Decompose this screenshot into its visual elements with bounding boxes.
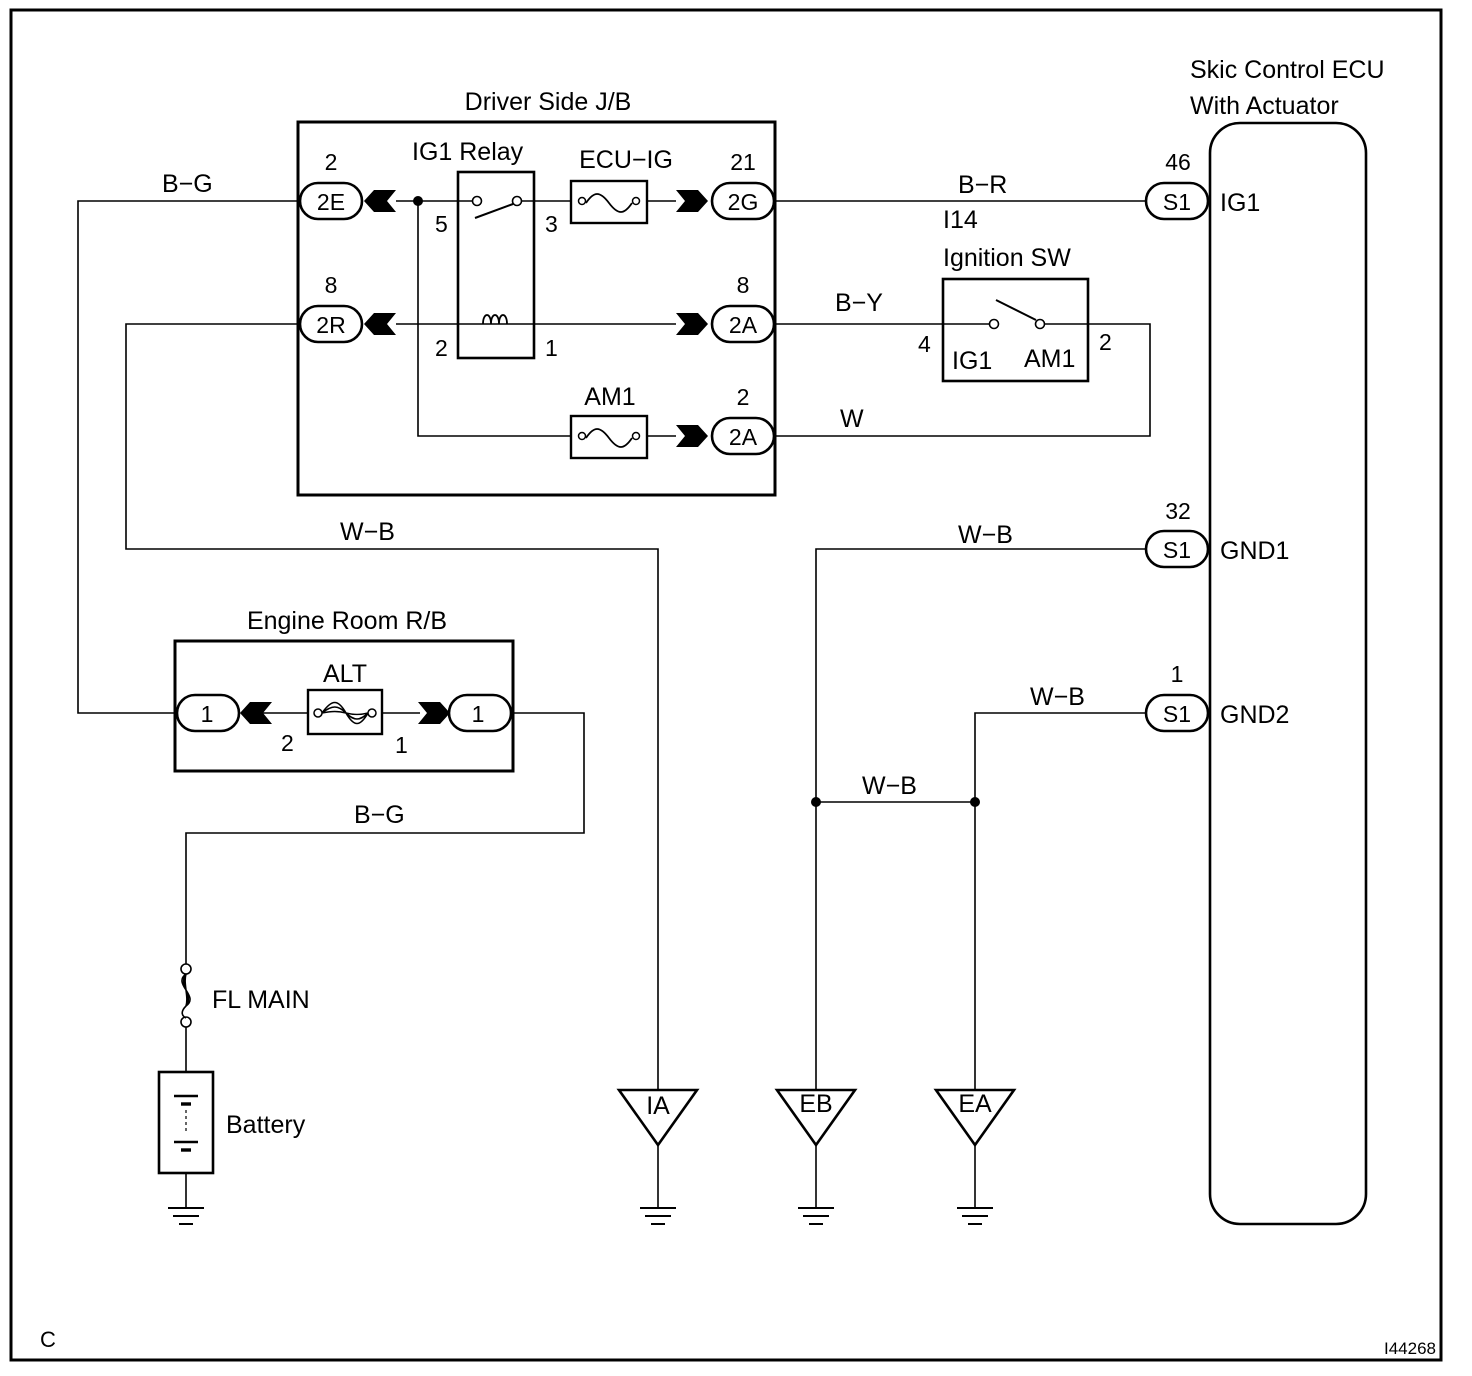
arrow-2a-bot-icon [676,425,708,447]
svg-text:IA: IA [646,1092,670,1120]
wire-label-bg-top: B−G [162,170,213,198]
rb-title: Engine Room R/B [247,607,447,635]
rb-connector-right: 1 [447,693,513,733]
ignition-sw-pin-4: 4 [918,331,931,357]
relay-pin-5: 5 [435,211,448,237]
svg-text:IG1: IG1 [1220,189,1260,217]
arrow-rb-right-icon [418,702,450,724]
connector-2r: 2R 8 [298,272,364,344]
fuse-ecu-ig-label: ECU−IG [579,146,673,174]
ignition-sw-code: I14 [943,206,978,234]
ecu-terminal-gnd2: S1 1 GND2 [1144,661,1289,733]
svg-text:1: 1 [472,701,485,727]
relay-pin-1: 1 [545,335,558,361]
wire-label-wb-left: W−B [340,518,395,546]
diagram-frame [9,8,1443,1362]
wires [77,200,1151,1208]
ground-ea: EA [933,1088,1017,1225]
ground-symbols: IA EB EA [168,1088,1017,1225]
rb-pin-1: 1 [395,732,408,758]
svg-text:S1: S1 [1163,701,1191,727]
wire-label-wb-mid: W−B [862,772,917,800]
splice-eb [811,797,821,807]
svg-text:2E: 2E [317,189,345,215]
relay-pin-3: 3 [545,211,558,237]
engine-room-rb: Engine Room R/B ALT 1 1 2 1 [173,607,515,773]
svg-text:2: 2 [737,384,750,410]
relay-coil-icon [482,314,508,325]
svg-text:2: 2 [325,149,338,175]
connector-2e: 2E 2 [298,149,364,221]
svg-text:46: 46 [1165,149,1191,175]
svg-text:1: 1 [201,701,214,727]
connector-2a-top: 2A 8 [710,272,776,344]
svg-text:S1: S1 [1163,537,1191,563]
wire-label-by: B−Y [835,289,883,317]
splice-ea [970,797,980,807]
ig1-relay [456,170,536,360]
ground-eb: EB [774,1088,858,1225]
ground-icon [168,1207,204,1225]
wire-labels: B−G B−R B−Y W W−B W−B W−B W−B B−G [162,170,1085,829]
ignition-sw-title: Ignition SW [943,244,1071,272]
svg-text:2G: 2G [728,189,759,215]
battery-label: Battery [226,1111,306,1139]
rb-connector-left: 1 [175,693,241,733]
figure-id: I44268 [1384,1339,1436,1358]
battery: Battery [157,1070,306,1175]
svg-text:2A: 2A [729,424,758,450]
svg-text:2R: 2R [316,312,345,338]
wire-label-wb-gnd1: W−B [958,521,1013,549]
fl-main-label: FL MAIN [212,986,310,1014]
relay-pin-2: 2 [435,335,448,361]
svg-text:32: 32 [1165,498,1191,524]
svg-text:EB: EB [799,1090,832,1118]
ecu-title-line2: With Actuator [1190,92,1339,120]
svg-text:2A: 2A [729,312,758,338]
arrow-2e-icon [364,190,396,212]
svg-text:8: 8 [325,272,338,298]
fusible-link-icon [321,701,369,725]
arrow-2g-icon [676,190,708,212]
ecu-terminal-ig1: S1 46 IG1 [1144,149,1260,221]
arrow-2r-icon [364,313,396,335]
connector-2a-bottom: 2A 2 [710,384,776,456]
svg-text:1: 1 [1171,661,1184,687]
ecu-title-line1: Skic Control ECU [1190,56,1385,84]
ignition-sw-term-ig1: IG1 [952,347,992,375]
fl-main-fusible-link: FL MAIN [180,963,310,1028]
ignition-switch: I14 Ignition SW 4 2 IG1 AM1 [918,206,1112,383]
jb-title: Driver Side J/B [465,88,632,116]
ground-ia: IA [616,1088,700,1225]
svg-text:S1: S1 [1163,189,1191,215]
wire-label-bg-bottom: B−G [354,801,405,829]
fuse-am1-label: AM1 [584,383,635,411]
splice-jb [413,196,423,206]
wire-label-w: W [840,405,864,433]
fusible-link-icon [181,973,191,1019]
svg-text:EA: EA [958,1090,992,1118]
ecu-terminal-gnd1: S1 32 GND1 [1144,498,1289,569]
skic-control-ecu: Skic Control ECU With Actuator S1 46 IG1… [1144,56,1385,1226]
svg-text:8: 8 [737,272,750,298]
ignition-sw-term-am1: AM1 [1024,345,1075,373]
driver-side-jb: Driver Side J/B IG1 Relay 5 3 2 1 ECU−IG… [296,88,777,497]
frame-letter: C [40,1327,56,1352]
svg-text:21: 21 [730,149,756,175]
wire-label-br: B−R [958,171,1007,199]
ig1-relay-label: IG1 Relay [412,138,524,166]
fuse-icon [585,428,633,448]
svg-text:GND1: GND1 [1220,537,1289,565]
connector-2g: 2G 21 [710,149,776,221]
rb-pin-2: 2 [281,730,294,756]
arrow-2a-top-icon [676,313,708,335]
fuse-icon [585,193,633,213]
ignition-sw-pin-2: 2 [1099,329,1112,355]
wire-label-wb-gnd2: W−B [1030,683,1085,711]
fuse-alt-label: ALT [323,660,367,688]
svg-text:GND2: GND2 [1220,701,1289,729]
